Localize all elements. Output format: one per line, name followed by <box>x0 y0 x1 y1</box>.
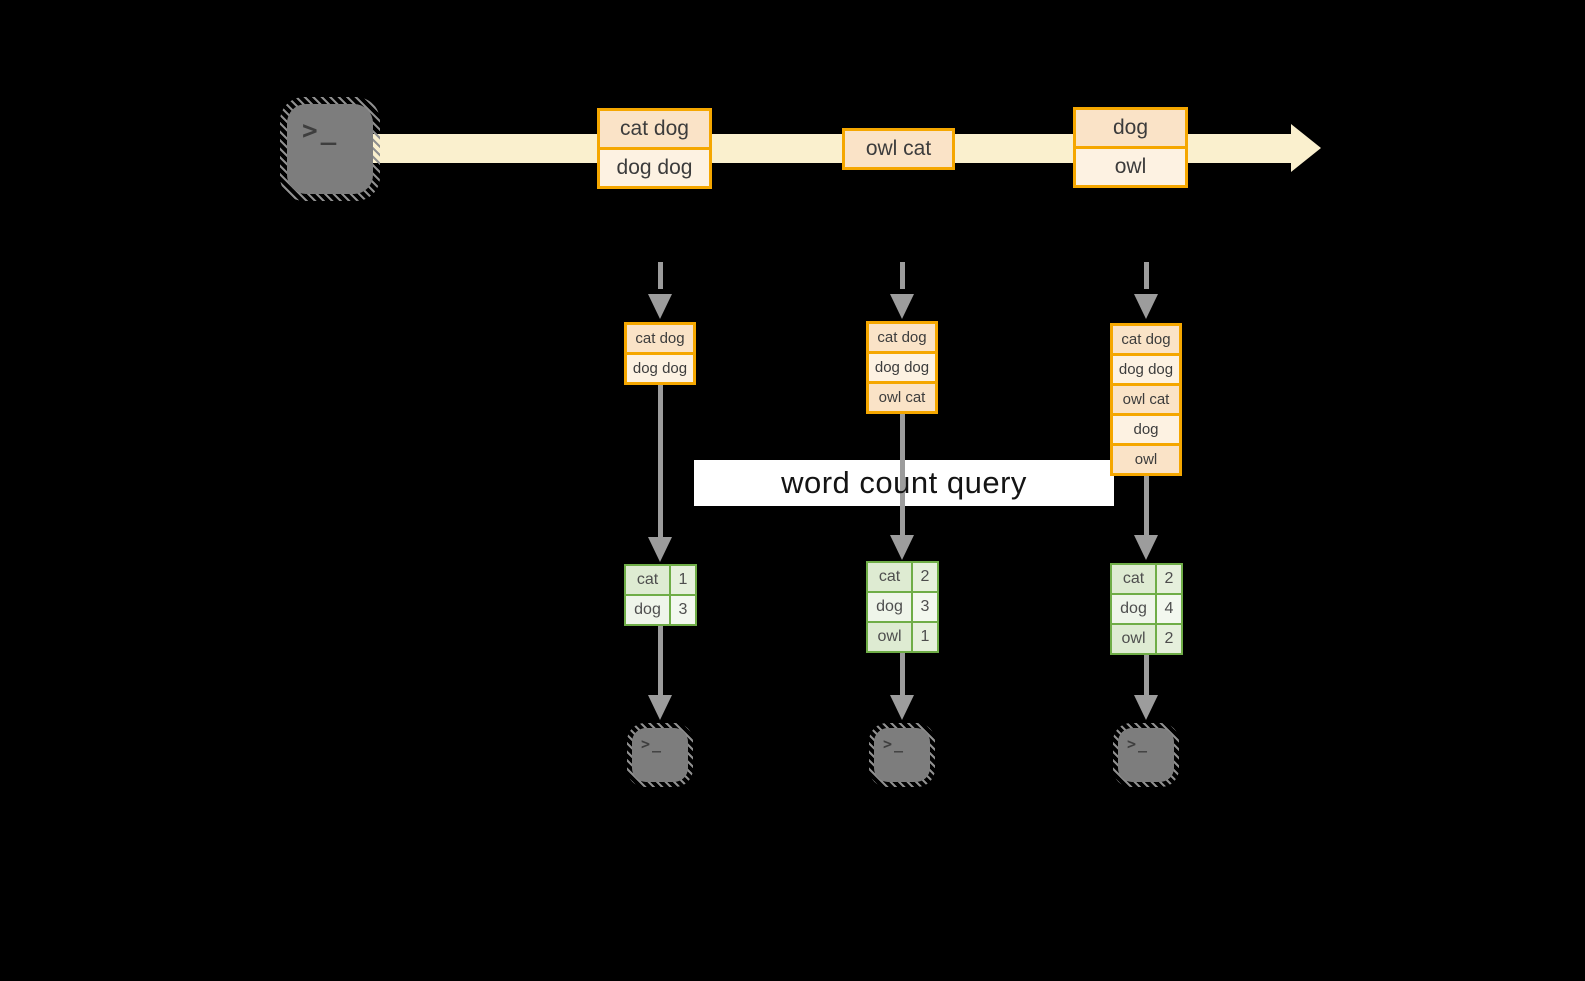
terminal-screen: >_ <box>1118 728 1174 782</box>
input-item: cat dog <box>627 325 693 352</box>
input-item: owl <box>1113 446 1179 473</box>
count-word: owl <box>1112 625 1155 653</box>
input-item: cat dog <box>1113 326 1179 353</box>
dashed-arrow-line <box>658 262 663 289</box>
input-item: dog dog <box>627 355 693 382</box>
arrowhead-icon <box>648 695 672 720</box>
sink-terminal-icon: >_ <box>1113 723 1179 787</box>
arrowhead-icon <box>890 535 914 560</box>
sink-terminal-icon: >_ <box>627 723 693 787</box>
input-item: cat dog <box>869 324 935 351</box>
count-table-1: cat 1 dog 3 <box>624 564 697 626</box>
arrowhead-icon <box>1134 695 1158 720</box>
arrowhead-icon <box>890 294 914 319</box>
arrowhead-icon <box>1134 294 1158 319</box>
input-item: dog <box>1113 416 1179 443</box>
count-value: 1 <box>913 623 937 651</box>
count-value: 2 <box>913 563 937 591</box>
count-value: 2 <box>1157 565 1181 593</box>
dashed-arrow-line <box>900 262 905 289</box>
terminal-prompt-icon: >_ <box>302 116 340 146</box>
count-value: 4 <box>1157 595 1181 623</box>
connector-line <box>658 626 663 695</box>
stream-item: owl cat <box>845 131 952 167</box>
stream-item: owl <box>1076 149 1185 185</box>
stream-item: dog dog <box>600 150 709 186</box>
connector-line <box>658 385 663 537</box>
dashed-arrow-line <box>1144 262 1149 289</box>
query-banner-label: word count query <box>781 465 1027 500</box>
arrowhead-icon <box>648 537 672 562</box>
count-word: dog <box>868 593 911 621</box>
count-word: owl <box>868 623 911 651</box>
arrowhead-icon <box>1134 535 1158 560</box>
terminal-prompt-icon: >_ <box>1127 735 1150 753</box>
terminal-screen: >_ <box>632 728 688 782</box>
input-item: owl cat <box>1113 386 1179 413</box>
count-word: cat <box>868 563 911 591</box>
terminal-screen: >_ <box>287 104 373 194</box>
arrowhead-icon <box>890 695 914 720</box>
terminal-prompt-icon: >_ <box>641 735 664 753</box>
stream-batch-1: cat dog dog dog <box>597 108 712 189</box>
source-terminal-icon: >_ <box>280 97 380 201</box>
count-value: 3 <box>913 593 937 621</box>
stream-batch-2: owl cat <box>842 128 955 170</box>
arrowhead-icon <box>648 294 672 319</box>
count-value: 1 <box>671 566 695 594</box>
count-value: 2 <box>1157 625 1181 653</box>
connector-line <box>900 414 905 535</box>
stream-batch-3: dog owl <box>1073 107 1188 188</box>
terminal-screen: >_ <box>874 728 930 782</box>
input-item: dog dog <box>1113 356 1179 383</box>
sink-terminal-icon: >_ <box>869 723 935 787</box>
connector-line <box>1144 655 1149 695</box>
terminal-prompt-icon: >_ <box>883 735 906 753</box>
input-table-1: cat dog dog dog <box>624 322 696 385</box>
count-value: 3 <box>671 596 695 624</box>
input-item: owl cat <box>869 384 935 411</box>
count-table-3: cat 2 dog 4 owl 2 <box>1110 563 1183 655</box>
connector-line <box>900 653 905 695</box>
connector-line <box>1144 476 1149 535</box>
count-table-2: cat 2 dog 3 owl 1 <box>866 561 939 653</box>
stream-item: dog <box>1076 110 1185 146</box>
stream-item: cat dog <box>600 111 709 147</box>
count-word: dog <box>626 596 669 624</box>
stream-arrowhead-icon <box>1291 124 1321 172</box>
input-item: dog dog <box>869 354 935 381</box>
input-table-3: cat dog dog dog owl cat dog owl <box>1110 323 1182 476</box>
count-word: cat <box>1112 565 1155 593</box>
count-word: dog <box>1112 595 1155 623</box>
input-table-2: cat dog dog dog owl cat <box>866 321 938 414</box>
count-word: cat <box>626 566 669 594</box>
